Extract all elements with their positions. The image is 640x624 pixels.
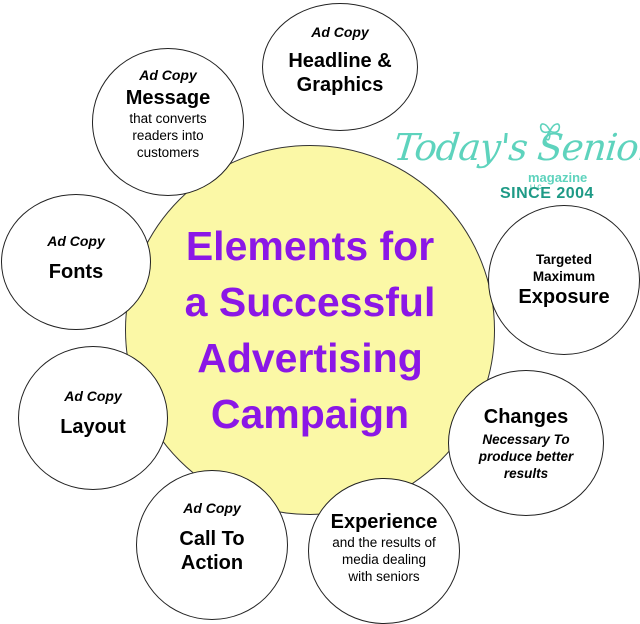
node-call-to-action: Ad Copy Call To Action	[136, 470, 288, 620]
logo-llc-text: LLC	[530, 185, 542, 191]
node-tag: Ad Copy	[64, 388, 122, 404]
node-tag: Ad Copy	[47, 233, 105, 249]
node-fonts: Ad Copy Fonts	[1, 194, 151, 330]
todays-senior-logo: Today's Senior magazine LLC SINCE 2004	[388, 118, 640, 208]
node-subtitle: produce better	[478, 448, 574, 464]
node-title: Fonts	[48, 261, 104, 283]
node-tag: Ad Copy	[311, 24, 369, 40]
node-subtitle: readers into	[132, 127, 204, 143]
logo-magazine-text: magazine LLC	[528, 170, 588, 191]
node-changes: Changes Necessary To produce better resu…	[448, 370, 604, 516]
node-subtitle: Necessary To	[482, 431, 570, 447]
center-circle: Elements for a Successful Advertising Ca…	[125, 145, 495, 515]
butterfly-icon	[539, 123, 561, 141]
node-tag: Ad Copy	[183, 500, 241, 516]
node-subtitle: media dealing	[341, 551, 427, 567]
logo-since-text: SINCE 2004	[500, 185, 594, 202]
node-title: Graphics	[296, 74, 384, 96]
node-subtitle: that converts	[129, 110, 207, 126]
node-headline-graphics: Ad Copy Headline & Graphics	[262, 3, 418, 131]
node-experience: Experience and the results of media deal…	[308, 478, 460, 624]
node-title: Exposure	[518, 286, 610, 308]
node-title: Message	[125, 86, 211, 109]
node-title: Call To	[179, 528, 245, 550]
node-title: Action	[180, 552, 244, 574]
node-subtitle: with seniors	[348, 568, 420, 584]
node-layout: Ad Copy Layout	[18, 346, 168, 490]
node-subtitle: results	[503, 465, 549, 481]
node-subtitle: customers	[136, 144, 200, 160]
node-message: Ad Copy Message that converts readers in…	[92, 48, 244, 196]
node-subtitle: and the results of	[332, 534, 436, 550]
node-subtitle: Targeted	[535, 252, 592, 267]
node-title: Layout	[60, 416, 126, 438]
center-title: Elements for a Successful Advertising Ca…	[184, 223, 436, 437]
logo-script-text: Today's Senior	[391, 126, 640, 169]
node-title: Changes	[483, 405, 569, 428]
node-exposure: Targeted Maximum Exposure	[488, 205, 640, 355]
node-title: Headline &	[288, 50, 392, 72]
node-subtitle: Maximum	[532, 269, 596, 284]
node-title: Experience	[330, 510, 438, 533]
node-tag: Ad Copy	[139, 66, 197, 83]
